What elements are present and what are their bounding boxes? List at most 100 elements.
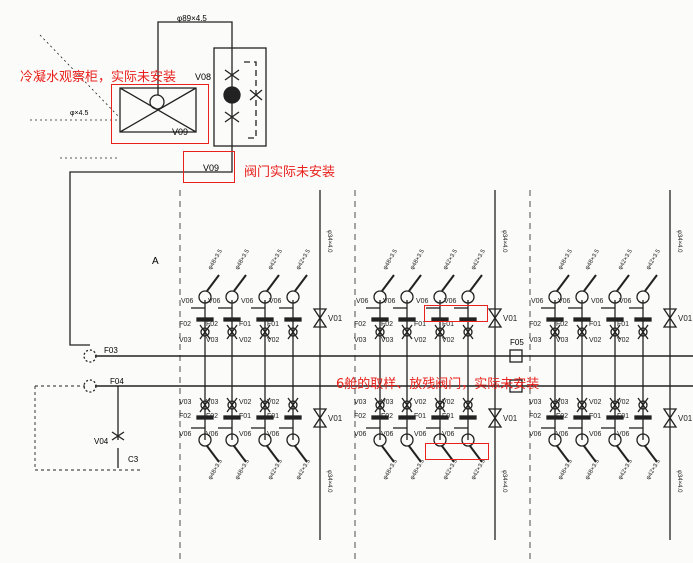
valve-label: F02: [529, 413, 541, 420]
flange-icon: [398, 317, 416, 322]
valve-label: V02: [267, 399, 280, 406]
group-3: φ48×3.5φ48×3.5V06F02V03V03F02V06φ48×3.5φ…: [529, 190, 693, 560]
valve-icon: [287, 397, 299, 413]
valve-label: V06: [267, 431, 280, 438]
valve-icon: [226, 324, 238, 340]
flange-icon: [431, 415, 449, 420]
valve-icon: [462, 324, 474, 340]
valve-body-icon: [463, 327, 473, 337]
valve-label: V06: [414, 431, 427, 438]
main-valve-icon: [662, 408, 678, 428]
sample-port-icon: [608, 433, 622, 447]
valve-label: F01: [267, 321, 279, 328]
valve-label: V02: [617, 337, 630, 344]
valve-icon: [576, 397, 588, 413]
main-valve-icon: [487, 308, 503, 328]
valve-body-icon: [260, 327, 270, 337]
valve-label: V02: [617, 399, 630, 406]
valve-label: V03: [206, 399, 219, 406]
valve-body-icon: [550, 327, 560, 337]
valve-body-icon: [435, 327, 445, 337]
pipe-size-label: φ42×3.5: [296, 458, 313, 481]
valve-label: V03: [354, 337, 367, 344]
sample-port-icon: [198, 290, 212, 304]
flange-icon: [546, 415, 564, 420]
main-valve-icon: [487, 408, 503, 428]
sample-port-icon: [608, 290, 622, 304]
riser-size-label: φ34×4.0: [676, 470, 682, 493]
sample-port-icon: [461, 290, 475, 304]
valve-label: V06: [529, 431, 542, 438]
sample-port-icon: [575, 290, 589, 304]
valve-icon: [226, 397, 238, 413]
valve-label: V02: [589, 399, 602, 406]
valve-label: F01: [414, 413, 426, 420]
marker-a: A: [152, 256, 159, 267]
riser-size-label: φ34×4.0: [501, 230, 507, 253]
valve-label: F01: [239, 321, 251, 328]
pipe-size-label: φ48×3.5: [585, 458, 602, 481]
valve-label: F02: [206, 321, 218, 328]
pipe-size-top: φ89×4.5: [177, 14, 207, 23]
pipe-size-label: φ42×3.5: [443, 458, 460, 481]
valve-label: V06: [179, 431, 192, 438]
valve-label: V06: [444, 298, 457, 305]
annotation-box-sample-upper: [424, 305, 488, 322]
riser-size-label: φ34×4.0: [326, 230, 332, 253]
pipe-size-label: φ48×3.5: [383, 248, 400, 271]
valve-label: F01: [589, 413, 601, 420]
pipe-size-label: φ42×3.5: [268, 458, 285, 481]
valve-icon: [434, 324, 446, 340]
sample-port-icon: [575, 433, 589, 447]
valve-icon: [199, 324, 211, 340]
main-valve-icon: [312, 408, 328, 428]
sample-port-icon: [373, 290, 387, 304]
pipe-size-label: φ42×3.5: [646, 248, 663, 271]
valve-label: F01: [414, 321, 426, 328]
valve-label: V06: [208, 298, 221, 305]
valve-label: V03: [206, 337, 219, 344]
pipe-size-label: φ48×3.5: [235, 248, 252, 271]
riser-size-label: φ34×4.0: [676, 230, 682, 253]
valve-label: V06: [383, 298, 396, 305]
valve-icon: [637, 397, 649, 413]
probe-line: [616, 274, 630, 292]
flange-icon: [371, 317, 389, 322]
flange-icon: [634, 317, 652, 322]
probe-line: [233, 445, 247, 463]
probe-line: [294, 274, 308, 292]
main-valve-label: V01: [328, 314, 343, 323]
main-valve-icon: [662, 308, 678, 328]
pipe-size-label: φ48×3.5: [558, 248, 575, 271]
probe-line: [206, 274, 220, 292]
pipe-size-label: φ42×3.5: [268, 248, 285, 271]
valve-label-v09: V09: [203, 163, 220, 173]
probe-line: [408, 274, 422, 292]
valve-label: V02: [239, 399, 252, 406]
valve-body-icon: [638, 327, 648, 337]
valve-label: V06: [269, 298, 282, 305]
valve-body-icon: [200, 400, 210, 410]
valve-label: F01: [589, 321, 601, 328]
flange-icon: [546, 317, 564, 322]
valve-label: F01: [267, 413, 279, 420]
flange-icon: [256, 317, 274, 322]
sample-port-icon: [400, 433, 414, 447]
probe-line: [233, 274, 247, 292]
probe-line: [381, 274, 395, 292]
pipe-size-label: φ42×3.5: [471, 248, 488, 271]
valve-label: V03: [556, 337, 569, 344]
valve-label: V06: [239, 431, 252, 438]
probe-line: [381, 445, 395, 463]
pipe-size-label: φ48×3.5: [585, 248, 602, 271]
sample-port-icon: [373, 433, 387, 447]
valve-icon: [401, 397, 413, 413]
valve-label: F02: [381, 413, 393, 420]
valve-body-icon: [402, 327, 412, 337]
sample-port-icon: [461, 433, 475, 447]
flange-icon: [284, 317, 302, 322]
flange-icon: [223, 415, 241, 420]
valve-label: F02: [179, 413, 191, 420]
pipe-size-label: φ42×3.5: [471, 458, 488, 481]
